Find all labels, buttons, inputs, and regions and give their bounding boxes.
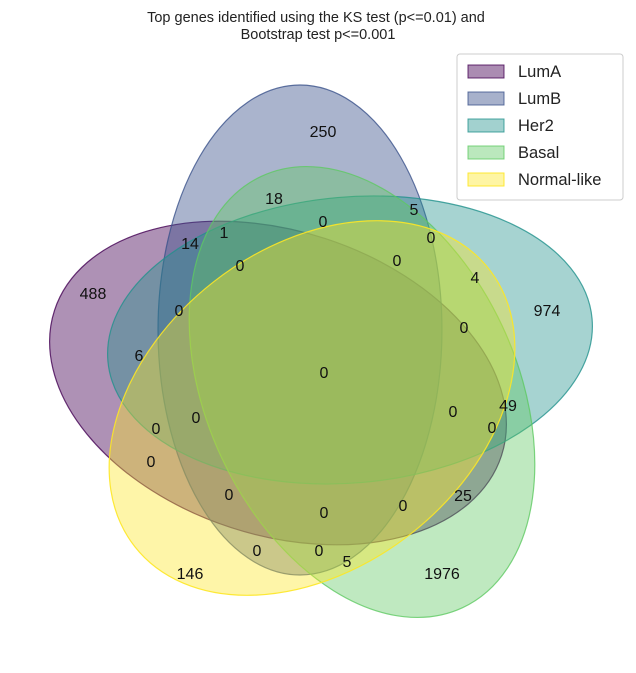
legend-item-her2: Her2 [467,117,554,135]
region-basal-only: 1976 [424,566,460,583]
ellipse-basal [188,165,536,619]
legend-swatch-her2 [467,118,505,133]
title-line-2: Bootstrap test p<=0.001 [241,27,396,43]
legend-item-luma: LumA [467,63,561,81]
region-her2-basal-luma: 0 [449,404,458,421]
ellipse-lumb [157,84,443,576]
region-luma-lumb-her2-basal: 0 [236,258,245,275]
region-her2-basal: 49 [499,398,517,415]
region-basal-normal: 5 [343,554,352,571]
legend-swatch-normal-like [467,172,505,187]
region-all-five: 0 [320,365,329,382]
legend-label-normal-like: Normal-like [518,171,601,189]
legend-frame [456,53,624,201]
region-luma-basal: 25 [454,488,472,505]
region-luma-her2-normal: 0 [192,410,201,427]
legend-swatch-basal [467,145,505,160]
region-normal-only: 146 [177,566,204,583]
region-luma-her2: 6 [135,348,144,365]
region-counts: 250 18 0 5 0 14 1 0 0 4 488 974 0 0 6 0 … [80,124,561,583]
region-lumb-basal: 18 [265,191,283,208]
region-lumb-her2-normal: 0 [427,230,436,247]
region-her2-only: 974 [534,303,561,320]
region-luma-lumb-basal: 1 [220,225,229,242]
region-luma-normal: 0 [147,454,156,471]
legend-label-luma: LumA [518,63,561,81]
legend-label-lumb: LumB [518,90,561,108]
region-luma-lumb-normal: 0 [225,487,234,504]
region-luma-only: 488 [80,286,107,303]
legend: LumA LumB Her2 Basal Normal-like [456,53,624,201]
title-line-1: Top genes identified using the KS test (… [147,10,485,26]
region-luma-lumb-her2: 0 [175,303,184,320]
legend-item-lumb: LumB [467,90,561,108]
region-luma-basal-her2-normal: 0 [488,420,497,437]
region-lumb-only: 250 [310,124,337,141]
region-lumb-basal-normal: 0 [315,543,324,560]
legend-item-normal-like: Normal-like [467,171,601,189]
ellipse-luma [49,220,507,546]
region-her2-basal-normal: 0 [460,320,469,337]
legend-item-basal: Basal [467,144,559,162]
region-lumb-normal: 0 [253,543,262,560]
region-luma-lumb: 14 [181,236,199,253]
legend-swatch-luma [467,64,505,79]
region-lumb-her2: 5 [410,202,419,219]
set-ellipses [49,84,593,619]
ellipse-normal-like [108,220,516,596]
region-luma-lumb-her2-normal: 0 [152,421,161,438]
region-luma-lumb-basal-normal: 0 [320,505,329,522]
region-luma-basal-normal: 0 [399,498,408,515]
region-lumb-her2-basal-normal: 0 [393,253,402,270]
region-lumb-her2-basal: 0 [319,214,328,231]
legend-label-basal: Basal [518,144,559,162]
legend-swatch-lumb [467,91,505,106]
region-her2-normal: 4 [471,270,480,287]
legend-label-her2: Her2 [518,117,554,135]
ellipse-her2 [107,195,593,485]
